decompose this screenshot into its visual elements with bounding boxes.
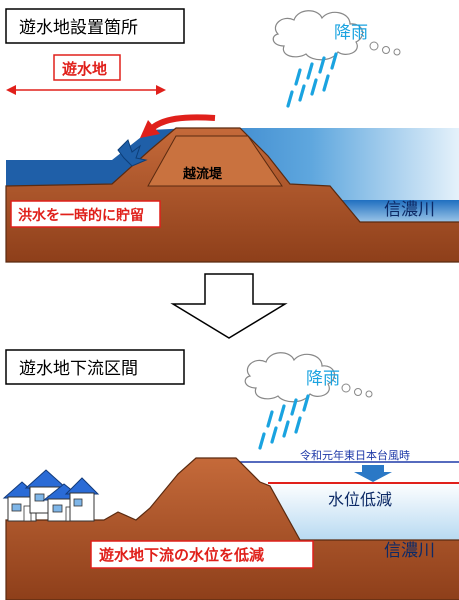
houses-icon <box>2 469 100 522</box>
inflow-arrow-icon <box>140 120 160 138</box>
storage-note-box <box>10 200 161 228</box>
basin-label: 遊水地 <box>62 60 107 78</box>
overflow-levee <box>147 135 283 187</box>
bottom-title: 遊水地下流区間 <box>19 359 138 379</box>
bottom-rain-label: 降雨 <box>306 369 340 389</box>
rain-icon <box>286 52 338 108</box>
cloud-icon <box>272 10 401 61</box>
downstream-note: 遊水地下流の水位を低減 <box>99 546 264 564</box>
storage-note: 洪水を一時的に貯留 <box>18 207 144 224</box>
flood-water-top <box>130 128 459 208</box>
top-rain-label: 降雨 <box>334 23 368 43</box>
basin-label-box <box>53 54 121 81</box>
river-water-top <box>340 200 459 228</box>
bottom-title-box <box>5 349 185 385</box>
levee-label: 越流堤 <box>182 166 223 182</box>
top-title-box <box>5 8 185 44</box>
typhoon-label: 令和元年東日本台風時 <box>300 448 410 462</box>
top-title: 遊水地設置箇所 <box>19 18 138 38</box>
top-river-label: 信濃川 <box>384 200 435 220</box>
water-reduction-label: 水位低減 <box>328 490 392 509</box>
water-drop-arrow-icon <box>354 465 392 482</box>
cloud-icon <box>244 352 373 403</box>
bottom-panel: 遊水地下流区間 降雨 令和元年東日本台風時 水位低減 <box>2 349 459 600</box>
basin-extent-arrow <box>6 85 166 95</box>
transition-down-arrow-icon <box>170 273 288 339</box>
rain-icon <box>258 394 310 450</box>
bottom-river-label: 信濃川 <box>384 541 435 561</box>
overflow-splash-icon <box>117 139 148 167</box>
top-ground <box>5 127 459 263</box>
downstream-note-box <box>90 540 314 569</box>
top-panel: 遊水地設置箇所 降雨 遊水地 越流堤 <box>5 8 459 263</box>
